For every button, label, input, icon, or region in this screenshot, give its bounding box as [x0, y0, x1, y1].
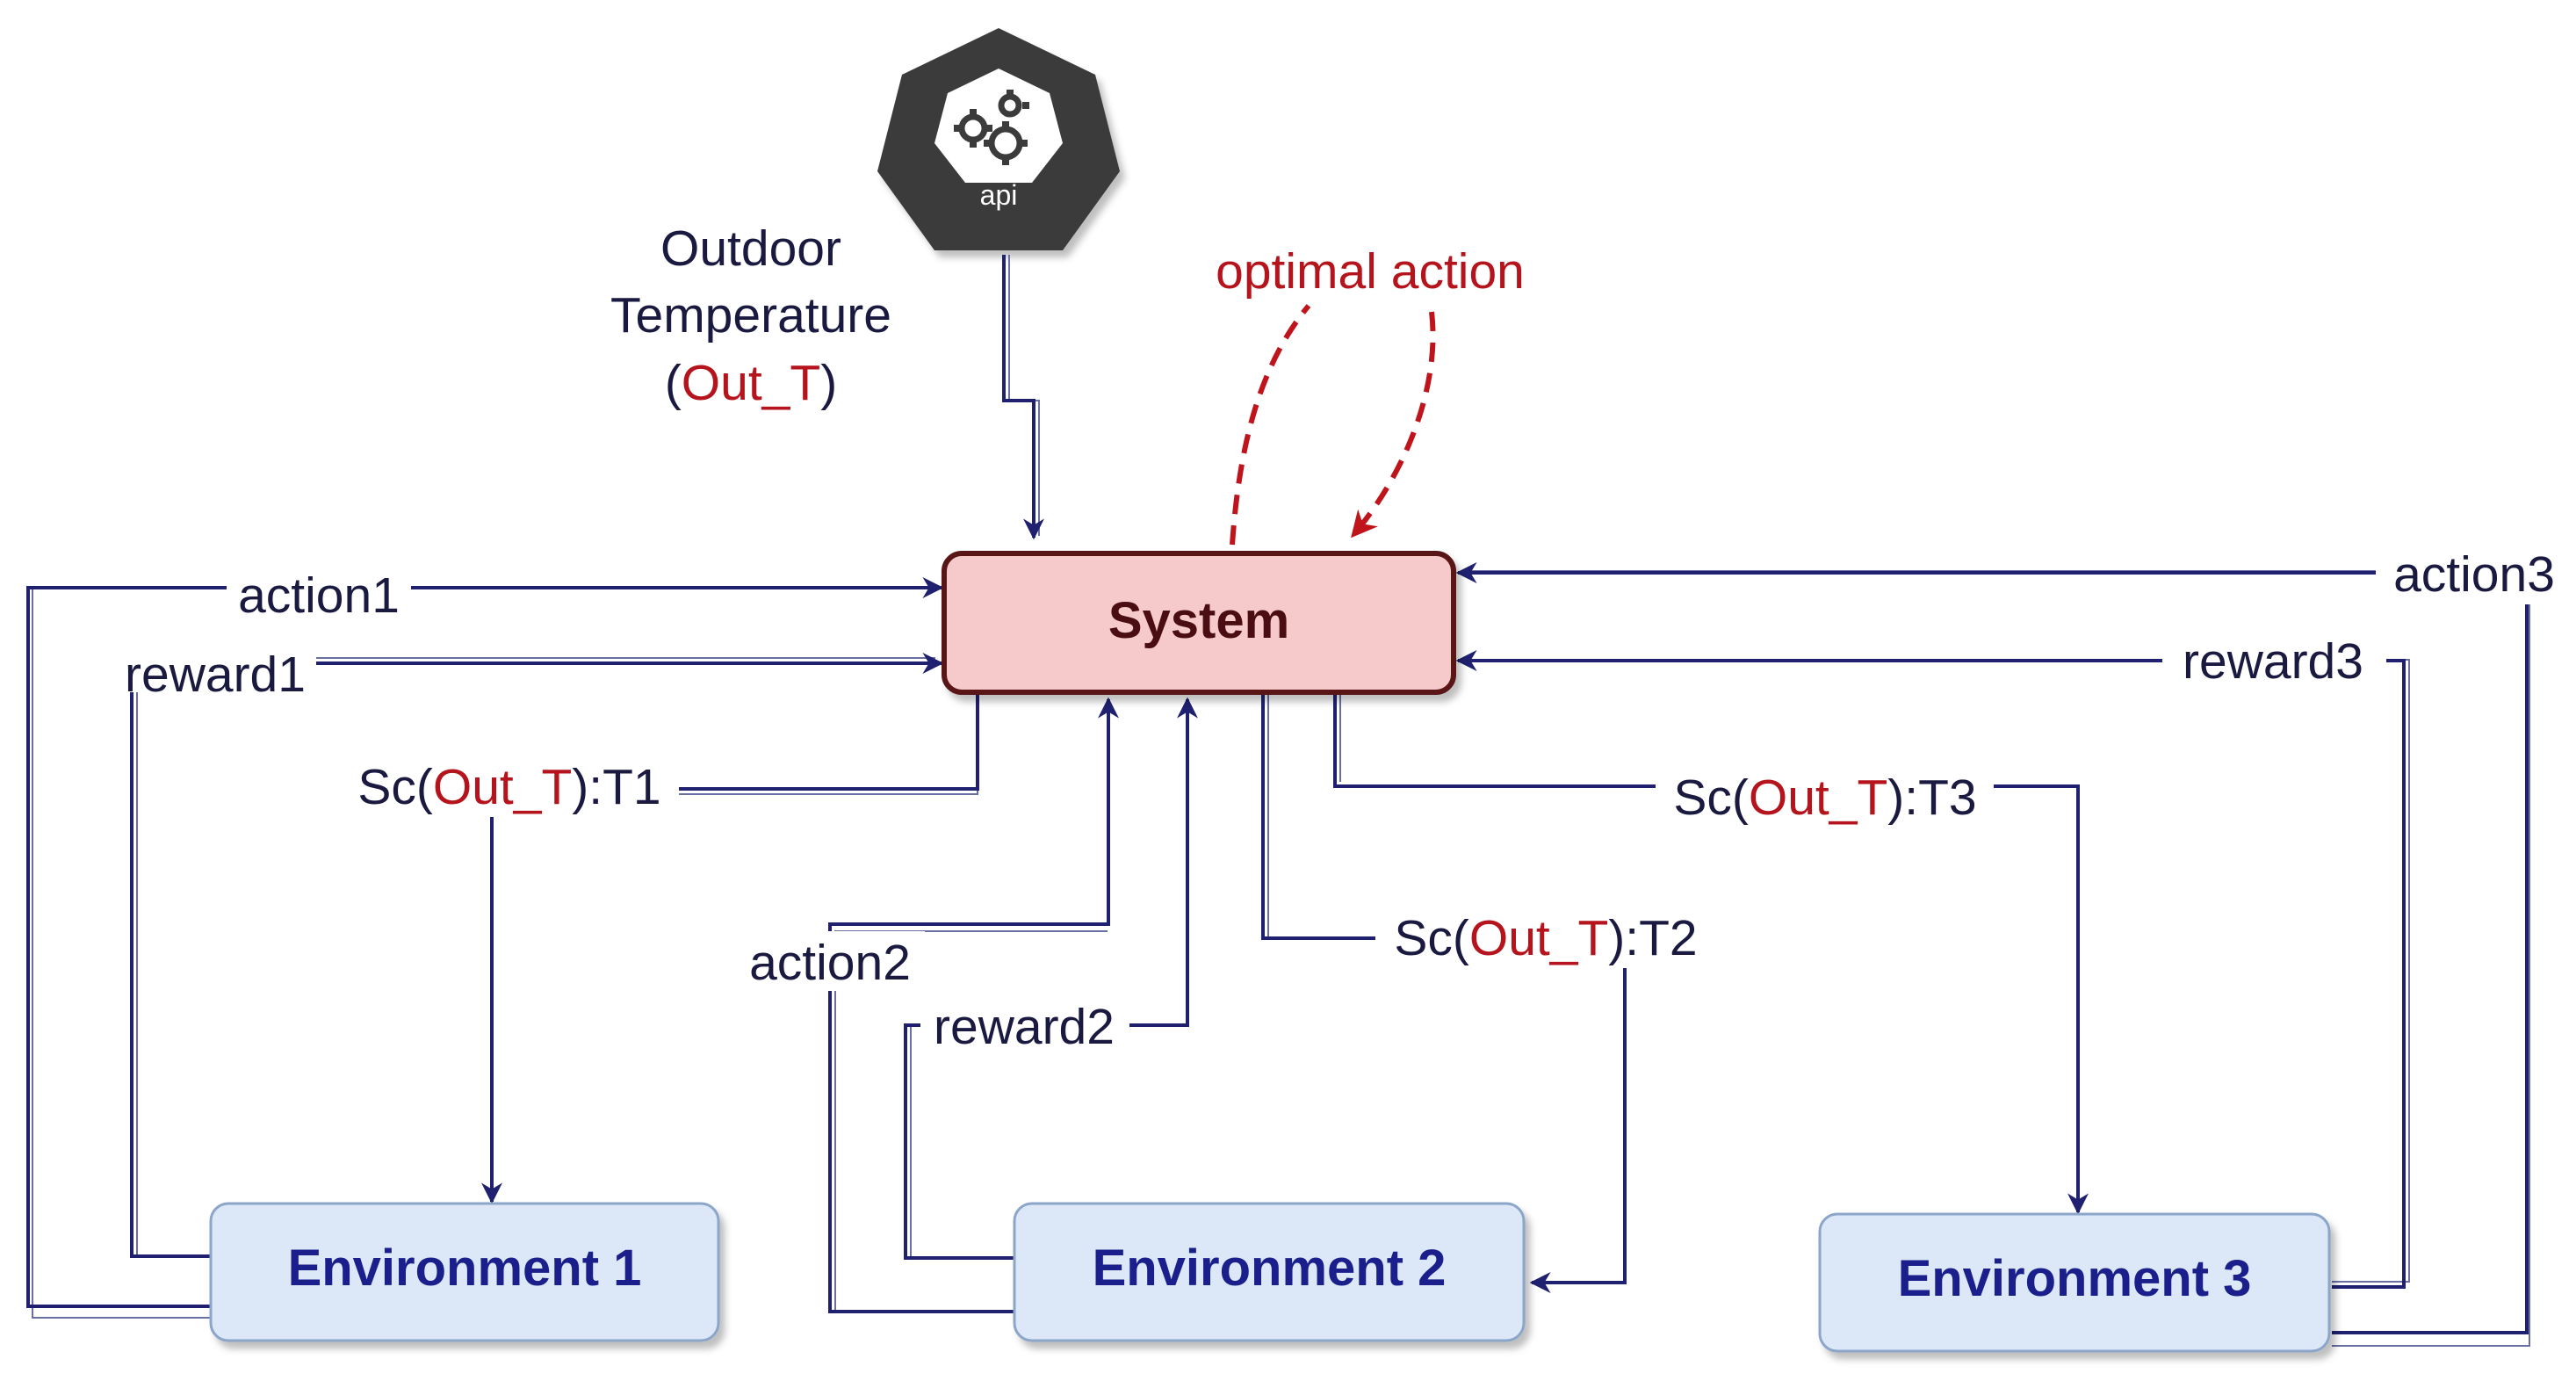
action2-label: action2	[749, 935, 911, 991]
sc2-label: Sc(Out_T):T2	[1394, 910, 1697, 966]
edge-reward3: reward3	[1455, 631, 2410, 1289]
action3-label: action3	[2393, 546, 2555, 603]
sc1-var: Out_T	[433, 759, 572, 815]
api-label: api	[980, 179, 1018, 211]
sc3-suffix: ):T3	[1887, 770, 1976, 826]
system-box[interactable]	[942, 551, 1456, 695]
environment-2-box[interactable]	[1013, 1202, 1526, 1342]
api-badge-icon	[934, 69, 1063, 183]
optimal-action-label: optimal action	[1216, 243, 1525, 300]
outdoor-label-line2: Temperature	[610, 287, 891, 343]
environment-1-box[interactable]	[209, 1202, 720, 1342]
environment-3-box[interactable]	[1818, 1212, 2331, 1353]
environment-1-label: Environment 1	[288, 1240, 642, 1297]
reward2-label: reward2	[934, 999, 1115, 1055]
outdoor-var: Out_T	[682, 355, 820, 411]
edge-action1: action1	[26, 560, 944, 1319]
sc2-var: Out_T	[1469, 910, 1608, 966]
sc3-prefix: Sc(	[1673, 770, 1749, 826]
edge-api-to-system	[1002, 255, 1044, 540]
optimal-action-in	[1350, 311, 1436, 539]
environment-2-node[interactable]: Environment 2	[1013, 1202, 1526, 1342]
edge-reward1: reward1	[112, 634, 944, 1258]
sc2-prefix: Sc(	[1394, 910, 1469, 966]
reward1-label: reward1	[125, 647, 306, 703]
edge-action2: action2	[736, 697, 1119, 1313]
edge-sc1: Sc(Out_T):T1	[341, 694, 979, 1204]
sc1-suffix: ):T1	[572, 759, 660, 815]
environment-2-label: Environment 2	[1093, 1240, 1447, 1297]
system-label: System	[1108, 592, 1289, 649]
outdoor-temperature-label: Outdoor Temperature (Out_T)	[610, 220, 891, 411]
outdoor-label-line3: (Out_T)	[665, 355, 837, 411]
environment-1-node[interactable]: Environment 1	[209, 1202, 720, 1342]
edge-sc2: Sc(Out_T):T2	[1261, 694, 1714, 1293]
edge-sc3: Sc(Out_T):T3	[1333, 694, 2089, 1215]
edge-reward2: reward2	[904, 697, 1198, 1260]
sc3-label: Sc(Out_T):T3	[1673, 770, 1976, 826]
sc2-suffix: ):T2	[1608, 910, 1697, 966]
api-node: api	[877, 28, 1120, 250]
outdoor-label-line1: Outdoor	[660, 220, 841, 277]
action1-label: action1	[238, 567, 400, 624]
system-node[interactable]: System	[942, 551, 1456, 695]
sc3-var: Out_T	[1749, 770, 1887, 826]
optimal-action-loop: optimal action	[1216, 243, 1525, 546]
environment-3-label: Environment 3	[1898, 1250, 2252, 1307]
edge-action3: action3	[1455, 541, 2576, 1347]
environment-3-node[interactable]: Environment 3	[1818, 1212, 2331, 1353]
reward3-label: reward3	[2183, 633, 2363, 690]
outdoor-close-paren: )	[820, 355, 837, 411]
sc1-prefix: Sc(	[357, 759, 433, 815]
sc1-label: Sc(Out_T):T1	[357, 759, 660, 815]
optimal-action-out	[1230, 304, 1311, 546]
outdoor-open-paren: (	[665, 355, 682, 411]
